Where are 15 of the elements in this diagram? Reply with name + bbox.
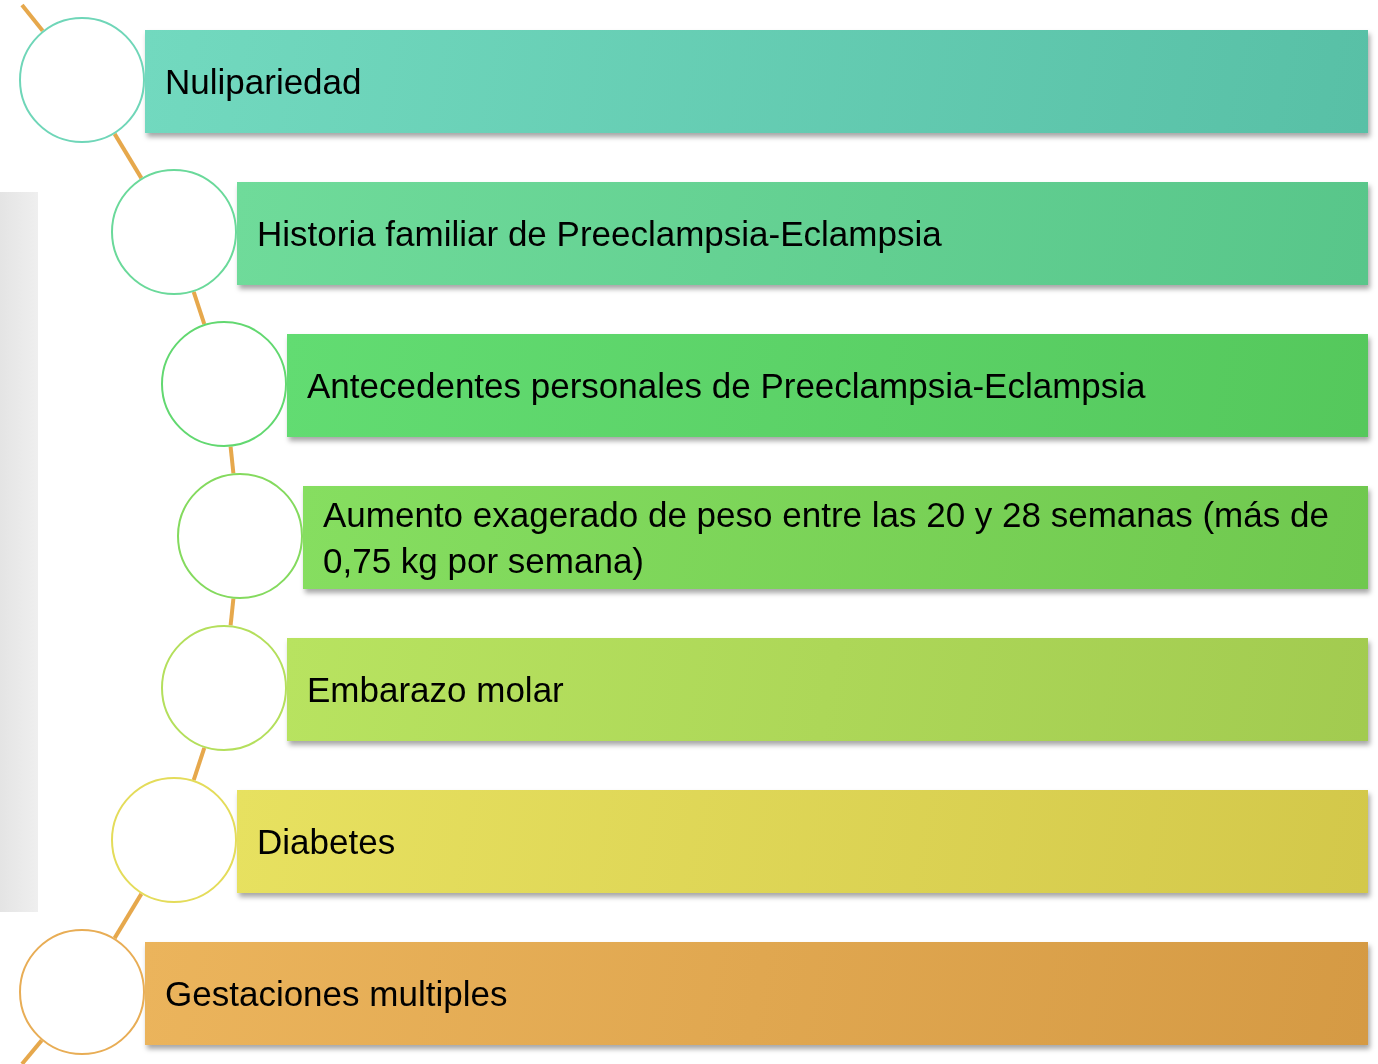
- connector-line: [112, 892, 144, 940]
- list-bar: Nulipariedad: [145, 30, 1368, 133]
- list-bar: Antecedentes personales de Preeclampsia-Eclampsia: [287, 334, 1368, 437]
- list-bar: Gestaciones multiples: [145, 942, 1368, 1045]
- list-bar: Aumento exagerado de peso entre las 20 y 28 semanas (más de 0,75 kg por semana): [303, 486, 1368, 589]
- connector-line: [20, 1039, 44, 1064]
- list-bar: Embarazo molar: [287, 638, 1368, 741]
- list-bar: Diabetes: [237, 790, 1368, 893]
- connector-line: [191, 291, 207, 325]
- connector-line: [112, 132, 144, 180]
- connector-line: [20, 3, 45, 33]
- connector-line: [191, 747, 207, 781]
- connector-line: [228, 598, 236, 626]
- connector-line: [228, 446, 236, 474]
- list-bar: Historia familiar de Preeclampsia-Eclampsia: [237, 182, 1368, 285]
